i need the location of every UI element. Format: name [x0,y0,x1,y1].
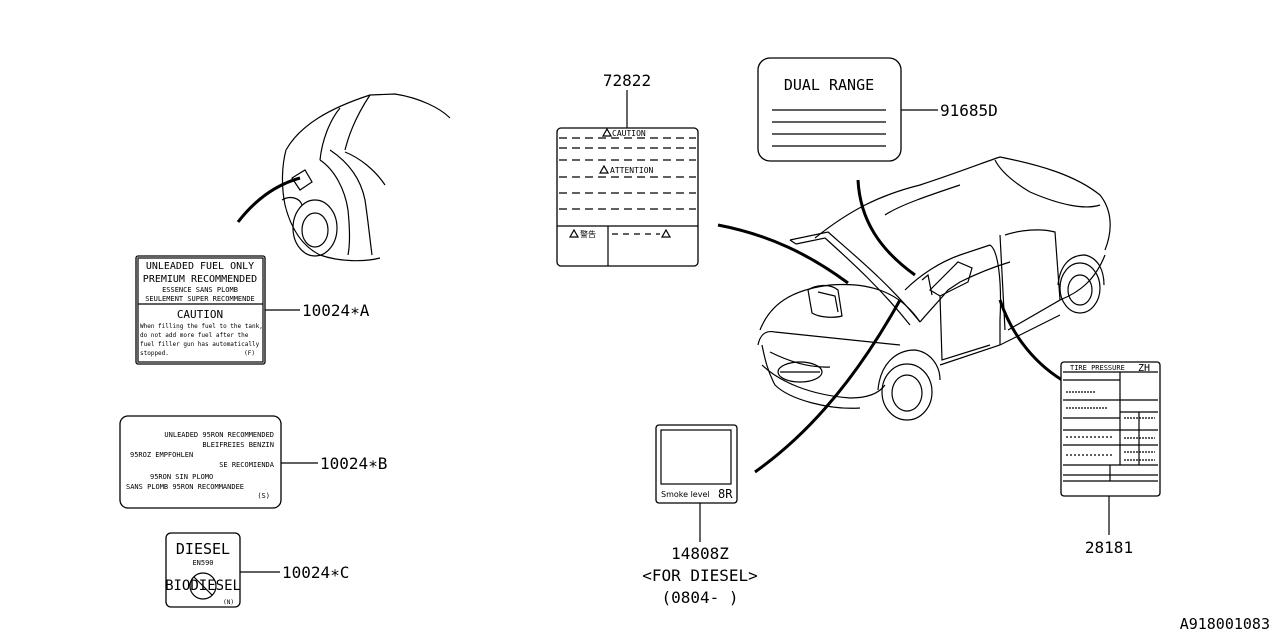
warning-triangle-icon [601,127,613,137]
label-10024a: UNLEADED FUEL ONLY PREMIUM RECOMMENDED E… [135,255,266,365]
leader-28181-car [998,299,1063,382]
leader-rear-fuel [236,176,301,223]
label-b-line2: BLEIFREIES BENZIN [202,441,274,449]
label-28181-code: ZH [1138,363,1150,374]
callout-10024c: 10024∗C [282,563,349,582]
label-a-line4: SEULEMENT SUPER RECOMMENDE [145,295,255,303]
prohibited-icon [189,572,217,600]
label-28181: TIRE PRESSURE ZH [1060,361,1161,497]
callout-14808z: 14808Z [671,544,729,563]
callout-72822: 72822 [603,71,651,90]
label-a-body2: do not add more fuel after the [140,332,249,339]
callout-14808z-date: (0804- ) [661,588,738,607]
label-91685d: DUAL RANGE [757,57,902,162]
leader-91685d-car [856,179,916,277]
warning-triangle-icon [660,228,672,238]
label-72822-warning: 警告 [580,229,596,239]
callout-91685d: 91685D [940,101,998,120]
label-a-body3: fuel filler gun has automatically [140,341,260,348]
callout-10024b: 10024∗B [320,454,387,473]
label-a-caution: CAUTION [177,308,223,321]
callout-14808z-note: <FOR DIESEL> [642,566,758,585]
label-b-line1: UNLEADED 95RON RECOMMENDED [164,431,274,439]
label-c-code: (N) [223,599,234,606]
diagram-id: A918001083 [1180,615,1270,633]
label-72822: CAUTION ATTENTION 警告 [556,127,699,267]
leader-14808z-car [754,299,902,474]
label-b-line6: SANS PLOMB 95RON RECOMMANDEE [126,483,244,491]
callout-10024a: 10024∗A [302,301,370,320]
warning-triangle-icon [568,228,580,238]
main-car-sketch [757,156,1111,421]
label-14808z-code: 8R [718,487,733,501]
label-b-line3: 95ROZ EMPFOHLEN [130,451,193,459]
label-14808z: Smoke level 8R [655,424,738,504]
label-91685d-title: DUAL RANGE [784,76,874,94]
label-a-line3: ESSENCE SANS PLOMB [162,286,238,294]
label-c-title: DIESEL [176,540,230,558]
warning-triangle-icon [598,164,610,174]
label-28181-title: TIRE PRESSURE [1070,364,1125,372]
label-10024c: DIESEL EN590 BIODIESEL (N) [165,532,241,608]
label-10024b: UNLEADED 95RON RECOMMENDED BLEIFREIES BE… [119,415,282,509]
label-a-body4: stopped. [140,350,169,357]
label-14808z-text: Smoke level [661,490,710,499]
label-b-line5: 95RON SIN PLOMO [150,473,213,481]
callout-28181: 28181 [1085,538,1133,557]
label-a-line2: PREMIUM RECOMMENDED [143,274,257,285]
leader-72822-car [717,223,849,285]
label-72822-attention: ATTENTION [610,166,654,175]
label-72822-caution: CAUTION [612,129,646,138]
label-a-code: (F) [244,350,255,357]
label-a-line1: UNLEADED FUEL ONLY [146,261,254,272]
label-b-code: (S) [257,492,270,500]
label-b-line4: SE RECOMIENDA [219,461,275,469]
label-c-sub: EN590 [192,559,213,567]
label-a-body1: When filling the fuel to the tank, [140,323,263,330]
rear-car-sketch [281,93,451,262]
